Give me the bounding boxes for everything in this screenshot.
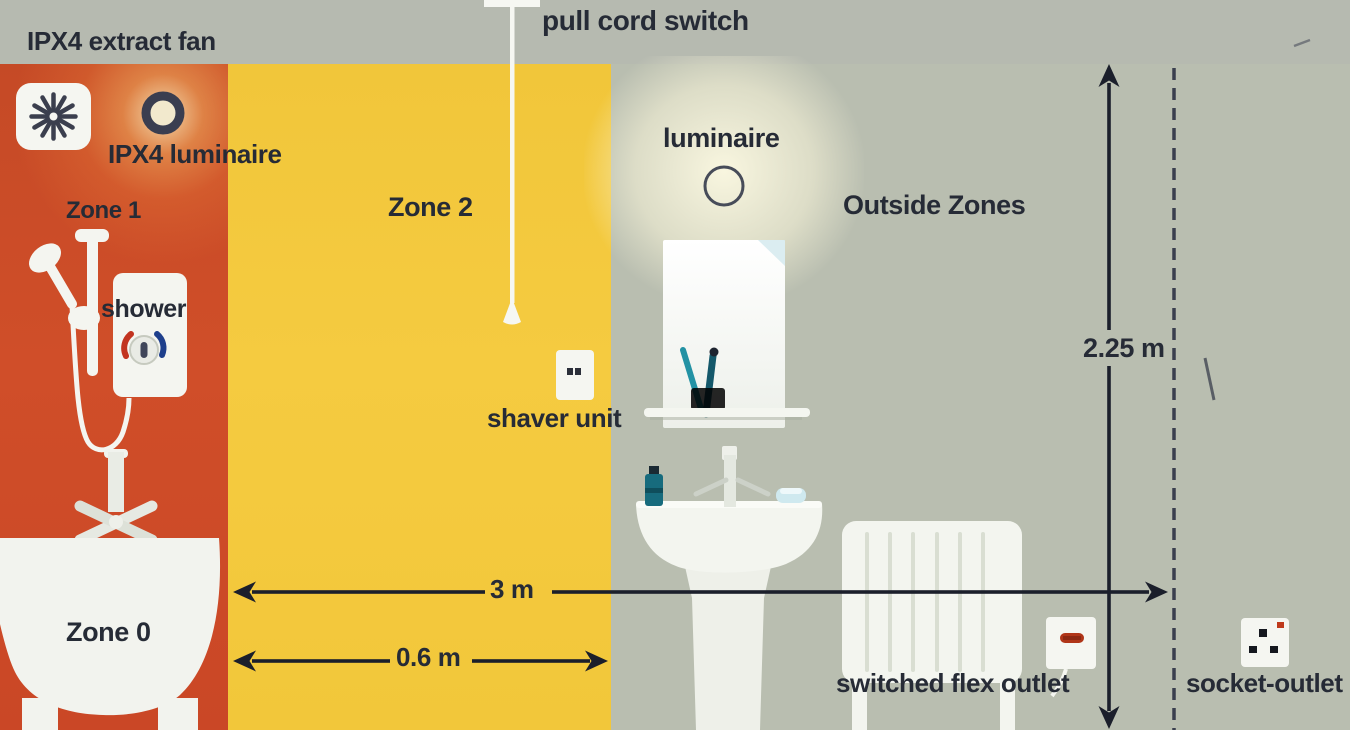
label-luminaire: luminaire — [663, 123, 780, 153]
ipx4-luminaire-icon — [141, 91, 185, 135]
mirror — [644, 240, 810, 428]
stray-mark — [1293, 38, 1311, 48]
bathtub — [0, 538, 221, 730]
label-measure-3m: 3 m — [490, 574, 534, 604]
ceiling-strip — [0, 0, 1350, 64]
zone2-area — [228, 64, 611, 730]
shaver-unit-icon — [556, 350, 594, 400]
label-switched-flex-outlet: switched flex outlet — [836, 668, 1070, 698]
label-measure-225m: 2.25 m — [1083, 333, 1165, 363]
label-socket-outlet: socket-outlet — [1186, 668, 1343, 698]
label-shower: shower — [101, 295, 187, 323]
radiator — [842, 521, 1022, 730]
stray-mark — [1203, 357, 1216, 401]
shower-unit-icon — [113, 273, 187, 397]
measurement-arrow-225m — [1098, 64, 1120, 729]
shelf — [644, 408, 810, 417]
extract-fan-icon — [16, 83, 91, 150]
label-pull-cord-switch: pull cord switch — [542, 5, 749, 36]
luminaire-icon — [703, 165, 745, 207]
label-ipx4-luminaire: IPX4 luminaire — [108, 139, 282, 169]
label-zone0: Zone 0 — [66, 617, 151, 647]
bath-tap-icon — [74, 449, 158, 546]
label-zone2: Zone 2 — [388, 192, 473, 222]
label-measure-06m: 0.6 m — [396, 642, 461, 672]
label-shaver-unit: shaver unit — [487, 403, 622, 433]
label-zone1: Zone 1 — [66, 197, 141, 224]
measurement-arrow-06m — [233, 650, 608, 672]
bottle-icon — [649, 466, 659, 476]
label-extract-fan: IPX4 extract fan — [27, 26, 216, 56]
switched-flex-outlet-icon — [1046, 617, 1096, 698]
shower-handset-icon — [29, 229, 132, 453]
measurement-arrow-3m — [233, 581, 1168, 603]
label-outside-zones: Outside Zones — [843, 190, 1026, 220]
pull-cord-icon — [484, 0, 540, 325]
wash-basin — [636, 446, 823, 730]
socket-outlet-icon — [1241, 618, 1289, 667]
